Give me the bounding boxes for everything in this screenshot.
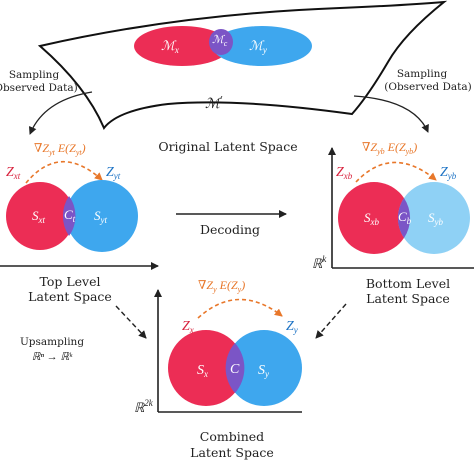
- svg-text:Sampling: Sampling: [9, 69, 60, 81]
- combined-space-label: ℝ2k: [134, 398, 154, 415]
- combined-sy-label: Sy: [258, 363, 269, 379]
- top-zx-label: Zxt: [6, 165, 21, 181]
- combined-zy-label: Zy: [286, 319, 298, 335]
- mx-region: [134, 26, 230, 66]
- combined-c-overlap: [225, 343, 245, 393]
- top-caption-2: Latent Space: [28, 289, 112, 304]
- top-sx-circle: [6, 182, 74, 250]
- manifold-m-label: ℳ′: [205, 95, 223, 112]
- decoding-label: Decoding: [200, 222, 260, 237]
- combined-zx-label: Zx: [182, 319, 194, 335]
- top-caption-1: Top Level: [39, 274, 100, 289]
- combined-c-label: C: [230, 362, 240, 377]
- top-sy-circle: [66, 180, 138, 252]
- bottom-space-label: ℝk: [312, 254, 327, 271]
- sampling-right: Sampling (Observed Data): [353, 68, 472, 133]
- svg-text:ℝⁿ → ℝᵏ: ℝⁿ → ℝᵏ: [32, 351, 73, 363]
- top-zy-label: Zyt: [106, 165, 121, 181]
- bottom-sx-label: Sxb: [364, 210, 379, 227]
- mx-label: ℳx: [161, 38, 179, 55]
- bottom-sy-label: Syb: [428, 210, 443, 227]
- bottom-gradient-label: ∇Zyb E(Zyb): [362, 140, 417, 156]
- combined-sx-circle: [168, 330, 244, 406]
- top-c-label: Ct: [64, 207, 76, 224]
- top-sy-label: Syt: [94, 208, 107, 225]
- top-gradient-arc: [25, 160, 103, 184]
- bottom-sx-circle: [338, 182, 410, 254]
- mc-label: ℳc: [212, 34, 228, 48]
- combined-gradient-label: ∇Zy E(Zy): [198, 278, 245, 294]
- bottom-c-overlap: [397, 198, 411, 238]
- bottom-to-combined-arrow: [315, 303, 347, 339]
- bottom-zx-label: Zxb: [336, 165, 353, 181]
- sampling-right-arrow: [353, 95, 429, 133]
- top-to-combined-arrow: [115, 305, 147, 339]
- combined-caption-2: Latent Space: [190, 445, 274, 460]
- top-c-overlap: [62, 196, 76, 236]
- svg-text:Sampling: Sampling: [397, 68, 448, 80]
- decoding: Decoding: [176, 210, 287, 237]
- manifold-sheet: [37, 0, 448, 130]
- combined-sy-circle: [226, 330, 302, 406]
- sampling-left-arrow: [28, 91, 93, 135]
- original-latent-space: ℳx ℳc ℳy ℳ′ Original Latent Space: [37, 0, 448, 154]
- svg-text:(Observed Data): (Observed Data): [0, 82, 78, 94]
- combined-caption-1: Combined: [200, 429, 264, 444]
- bottom-zy-label: Zyb: [440, 165, 457, 181]
- original-latent-caption: Original Latent Space: [158, 139, 297, 154]
- svg-text:(Observed Data): (Observed Data): [384, 81, 472, 93]
- bottom-caption-1: Bottom Level: [366, 276, 450, 291]
- my-region: [212, 26, 312, 66]
- top-sx-label: Sxt: [32, 208, 45, 225]
- combined-latent-space: ℝ2k ∇Zy E(Zy) Zx Zy Sx C Sy Combined Lat…: [134, 278, 302, 460]
- my-label: ℳy: [249, 38, 267, 55]
- mc-region: [209, 29, 233, 55]
- upsampling: Upsampling ℝⁿ → ℝᵏ: [20, 336, 84, 363]
- combined-gradient-arc: [197, 298, 283, 319]
- sampling-left: Sampling (Observed Data): [0, 69, 93, 135]
- top-level-latent-space: ∇Zyt E(Zyt) Zxt Zyt Sxt Ct Syt Top Level…: [0, 141, 159, 304]
- bottom-gradient-arc: [355, 161, 437, 183]
- top-gradient-label: ∇Zyt E(Zyt): [34, 141, 86, 157]
- bottom-c-label: Cb: [398, 209, 412, 226]
- svg-text:Upsampling: Upsampling: [20, 336, 84, 348]
- bottom-sy-circle: [398, 182, 470, 254]
- combined-sx-label: Sx: [197, 363, 208, 379]
- bottom-level-latent-space: ℝk ∇Zyb E(Zyb) Zxb Zyb Sxb Cb Syb Bottom…: [312, 140, 474, 306]
- bottom-caption-2: Latent Space: [366, 291, 450, 306]
